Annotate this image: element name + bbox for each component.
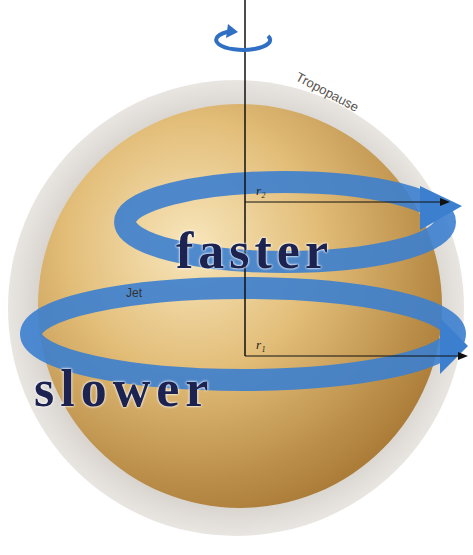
atmosphere-halo xyxy=(8,80,464,536)
radius-label: r₁ xyxy=(256,338,266,352)
rotation-arrowhead xyxy=(226,24,238,38)
ribbon-arrowhead xyxy=(420,186,462,230)
rotation-arrow xyxy=(216,31,270,50)
radius-arrowhead xyxy=(440,198,450,206)
radius-arrowhead xyxy=(458,352,468,360)
jet-label: Jet xyxy=(126,287,142,300)
speed-label: slower xyxy=(34,360,214,417)
rotation-axis xyxy=(244,0,246,356)
ribbon-arrowhead xyxy=(440,318,468,374)
radius-label: r₂ xyxy=(256,184,266,198)
speed-label: faster xyxy=(176,222,333,279)
radius-line xyxy=(245,355,458,356)
radius-line xyxy=(245,201,440,202)
